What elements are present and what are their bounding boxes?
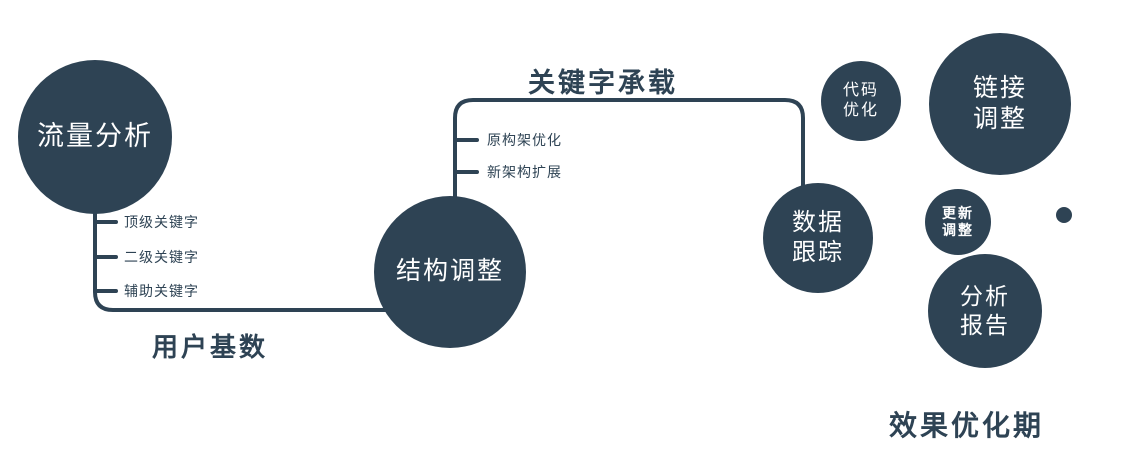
node-code-optimization: 代码 优化: [821, 61, 901, 141]
branch-label-original-structure: 原构架优化: [487, 132, 562, 148]
node-structure-adjustment: 结构调整: [374, 196, 526, 348]
node-traffic-analysis-label: 流量分析: [37, 121, 153, 152]
dot-marker: [1056, 207, 1072, 223]
caption-effect-optimization: 效果优化期: [889, 410, 1045, 441]
node-link-adjustment: 链接 调整: [929, 33, 1071, 175]
node-analysis-report: 分析 报告: [928, 254, 1042, 368]
branch-label-new-structure: 新架构扩展: [487, 164, 562, 180]
edge-label-keyword-carry: 关键字承载: [528, 68, 678, 98]
node-data-tracking: 数据 跟踪: [763, 183, 873, 293]
edge-label-user-base: 用户基数: [152, 332, 269, 362]
node-structure-adjustment-label: 结构调整: [395, 257, 504, 286]
node-link-adjustment-label: 链接 调整: [972, 73, 1027, 133]
node-traffic-analysis: 流量分析: [18, 60, 172, 214]
node-update-adjustment-label: 更新 调整: [942, 204, 974, 239]
node-code-optimization-label: 代码 优化: [842, 82, 879, 119]
node-update-adjustment: 更新 调整: [925, 189, 991, 255]
branch-label-top-keyword: 顶级关键字: [124, 214, 199, 230]
branch-label-aux-keyword: 辅助关键字: [124, 283, 199, 299]
connector-structure-tracking: [453, 98, 805, 212]
node-data-tracking-label: 数据 跟踪: [792, 209, 844, 266]
branch-label-second-keyword: 二级关键字: [124, 249, 199, 265]
node-analysis-report-label: 分析 报告: [960, 283, 1010, 338]
